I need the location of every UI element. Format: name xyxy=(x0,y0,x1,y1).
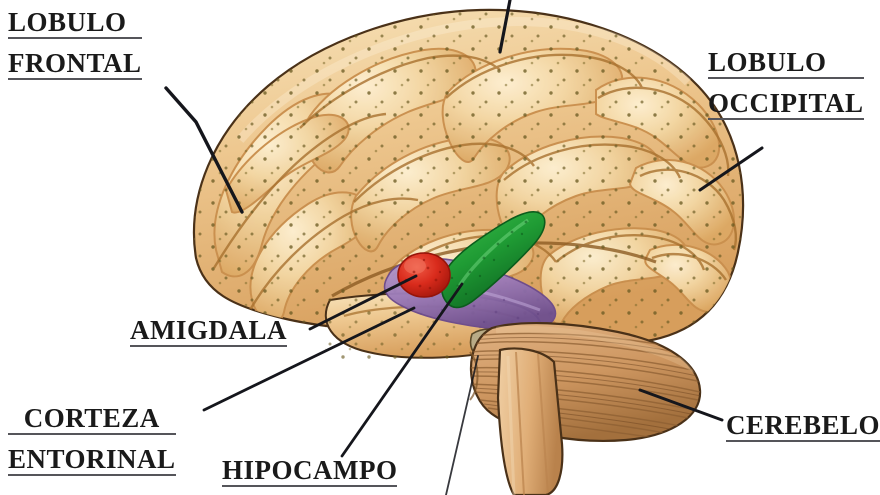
label-occipital-lobe: LOBULO OCCIPITAL xyxy=(708,42,864,124)
label-entorhinal-cortex-line2: ENTORINAL xyxy=(8,439,176,480)
label-entorhinal-cortex: CORTEZA ENTORINAL xyxy=(8,398,176,480)
amygdala xyxy=(397,252,451,298)
leader-entorhinal-cortex xyxy=(202,306,416,412)
leader-cerebellum xyxy=(638,388,724,422)
leader-amygdala xyxy=(308,274,418,331)
leader-bottom-cut xyxy=(445,355,479,495)
label-amygdala: AMIGDALA xyxy=(130,310,287,351)
leader-occipital-lobe xyxy=(698,146,764,192)
hippocampus xyxy=(440,211,546,309)
brainstem xyxy=(496,347,564,495)
label-frontal-lobe: LOBULO FRONTAL xyxy=(8,2,142,84)
leader-top-cut xyxy=(498,0,512,54)
label-cerebellum-line1: CEREBELO xyxy=(726,405,880,446)
label-occipital-lobe-line1: LOBULO xyxy=(708,42,864,83)
label-entorhinal-cortex-line1: CORTEZA xyxy=(8,398,176,439)
leader-hippocampus xyxy=(340,282,464,458)
label-occipital-lobe-line2: OCCIPITAL xyxy=(708,83,864,124)
label-frontal-lobe-line2: FRONTAL xyxy=(8,43,142,84)
label-cerebellum: CEREBELO xyxy=(726,405,880,446)
label-hippocampus: HIPOCAMPO xyxy=(222,450,398,491)
leader-frontal-lobe xyxy=(164,86,244,214)
label-hippocampus-line1: HIPOCAMPO xyxy=(222,450,398,491)
label-frontal-lobe-line1: LOBULO xyxy=(8,2,142,43)
label-amygdala-line1: AMIGDALA xyxy=(130,310,287,351)
